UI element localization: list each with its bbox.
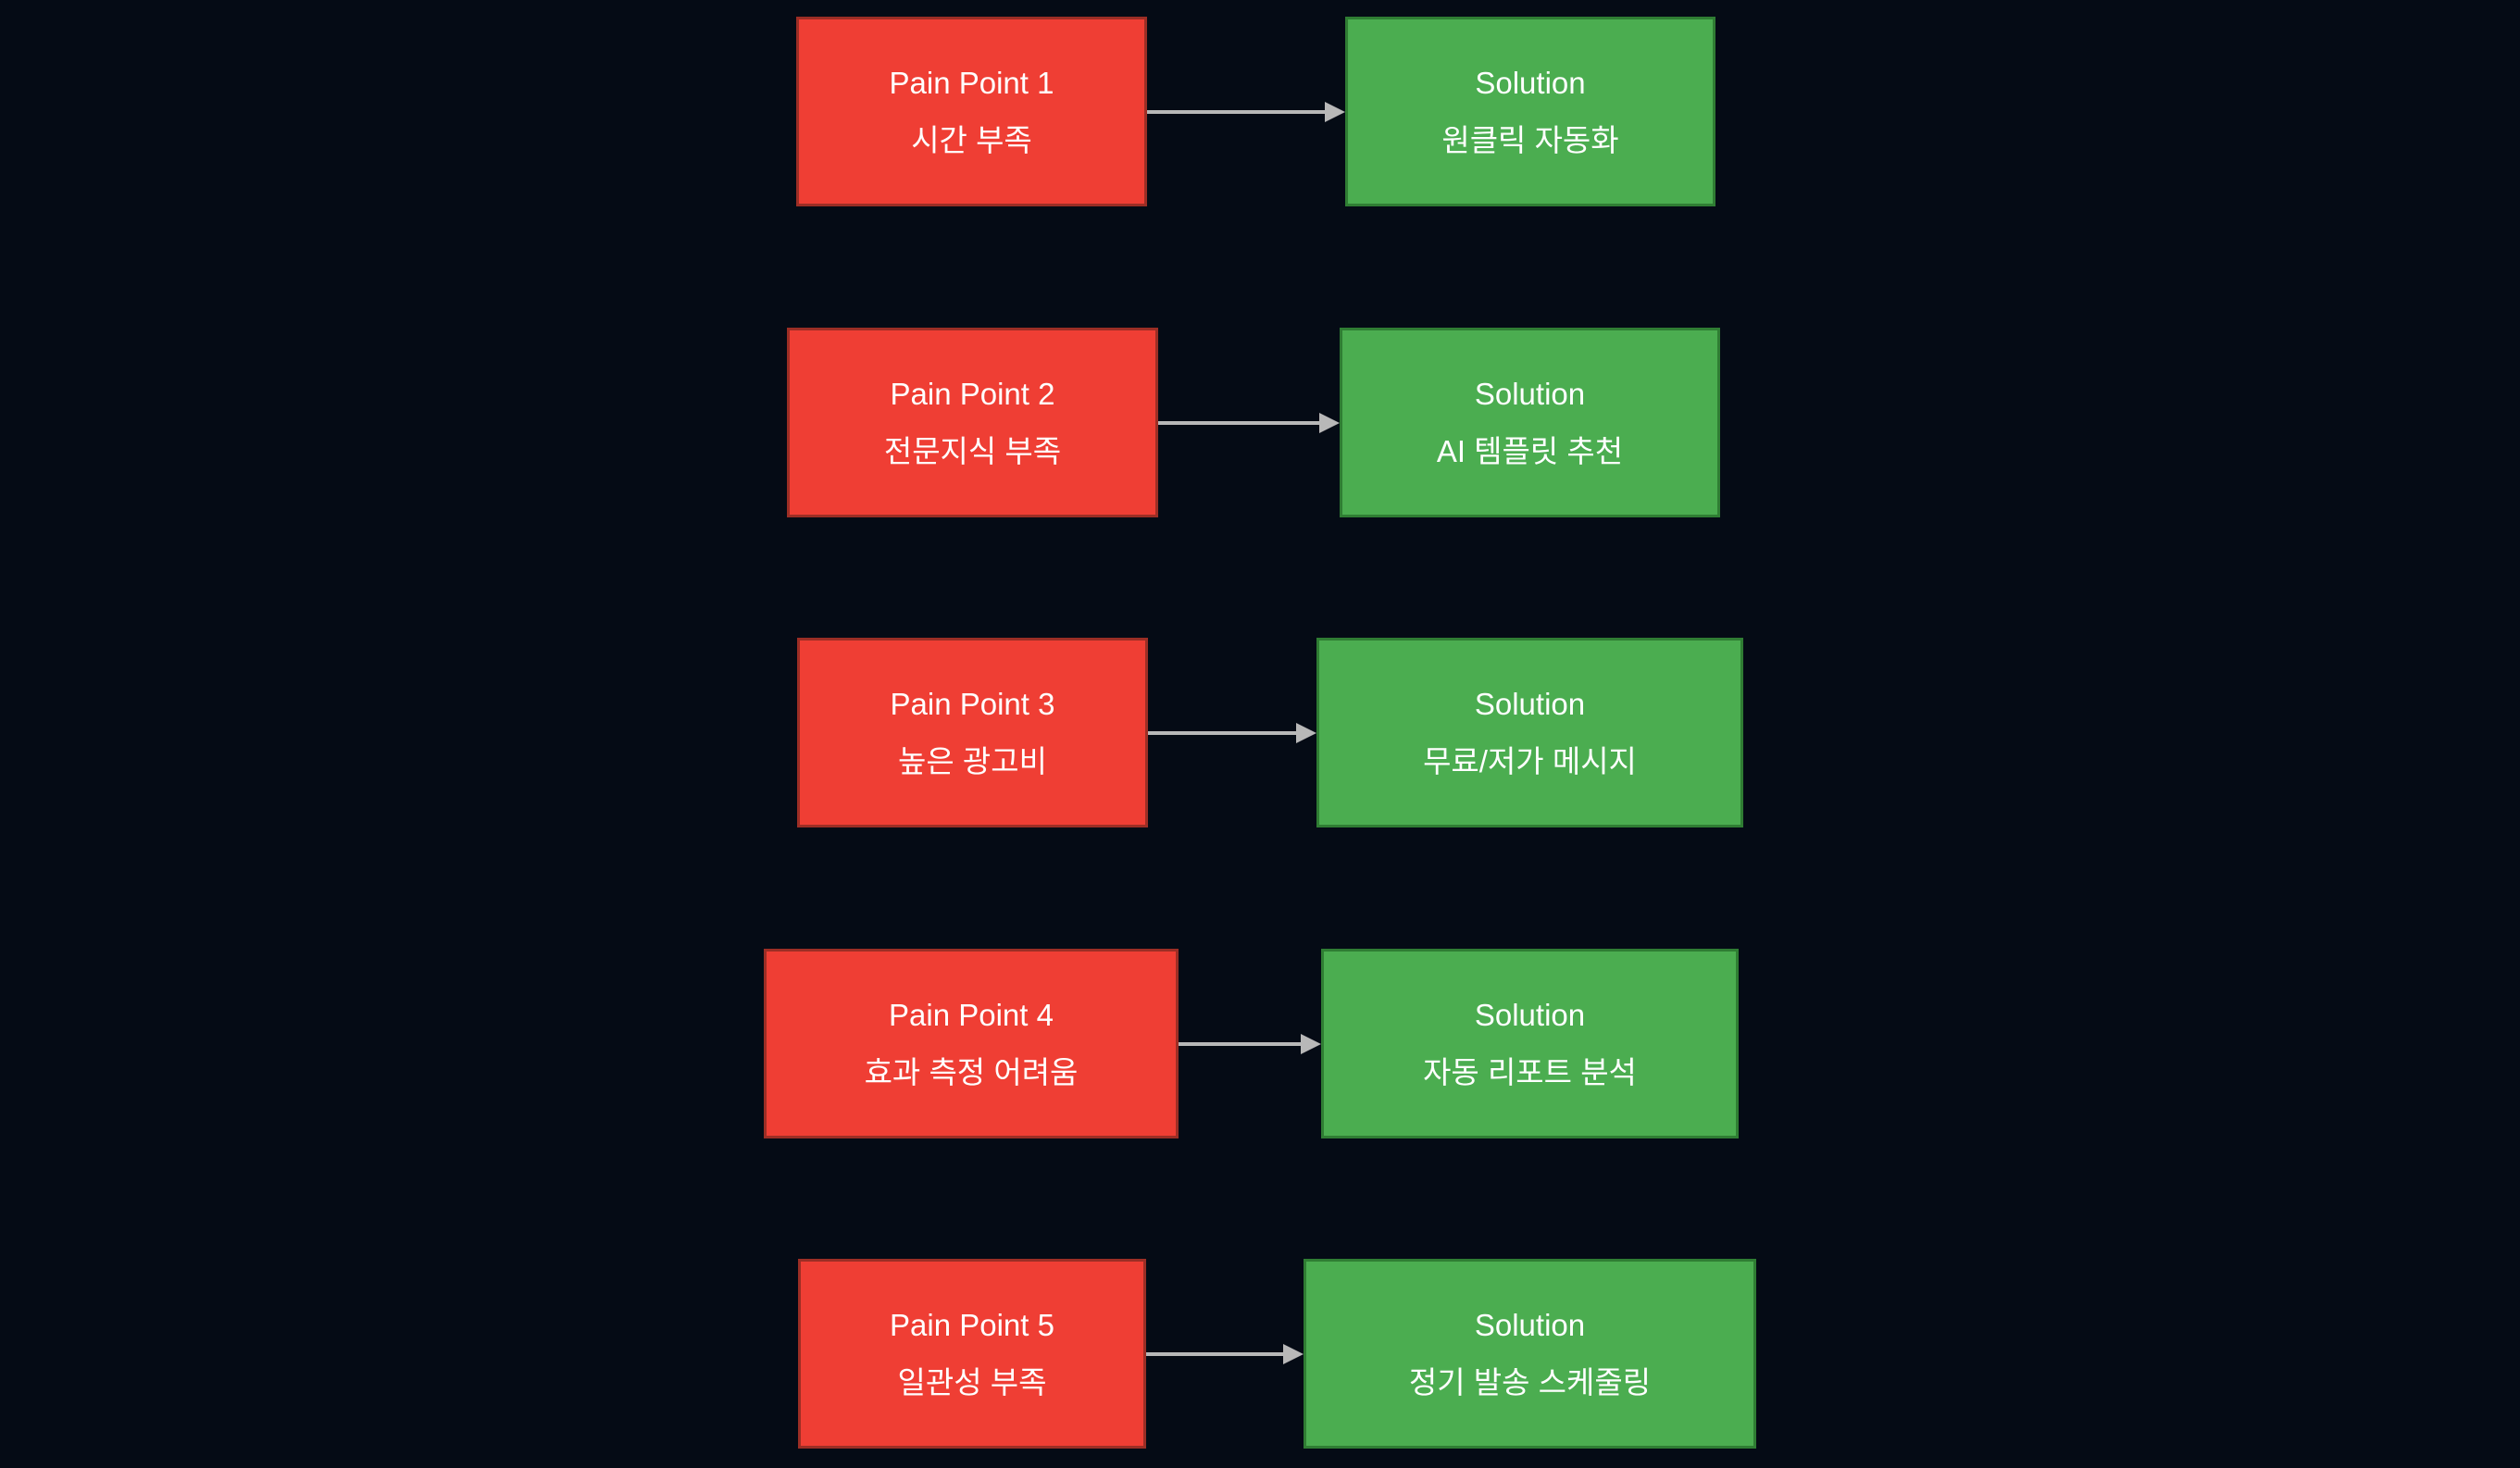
arrow-right-icon <box>1146 1344 1304 1364</box>
pain-point-subtitle: 높은 광고비 <box>898 743 1047 778</box>
arrow-right-icon <box>1148 723 1316 743</box>
pain-point-title: Pain Point 5 <box>890 1307 1054 1342</box>
solution-subtitle: 자동 리포트 분석 <box>1423 1054 1637 1089</box>
solution-box: Solution 정기 발송 스케줄링 <box>1304 1259 1756 1449</box>
solution-box: Solution 자동 리포트 분석 <box>1321 949 1739 1138</box>
pain-point-title: Pain Point 1 <box>889 65 1054 100</box>
solution-subtitle: 원클릭 자동화 <box>1441 122 1619 157</box>
arrowhead-icon <box>1301 1034 1321 1054</box>
pain-point-box: Pain Point 2 전문지식 부족 <box>787 328 1158 517</box>
solution-title: Solution <box>1474 376 1586 411</box>
arrowhead-icon <box>1319 413 1340 433</box>
pain-point-title: Pain Point 2 <box>890 376 1055 411</box>
pain-point-subtitle: 효과 측정 어려움 <box>864 1054 1079 1089</box>
arrowhead-icon <box>1296 723 1316 743</box>
pain-point-box: Pain Point 5 일관성 부족 <box>798 1259 1146 1449</box>
solution-title: Solution <box>1474 686 1586 721</box>
arrow-right-icon <box>1147 102 1345 122</box>
solution-box: Solution 무료/저가 메시지 <box>1316 638 1743 827</box>
pain-point-box: Pain Point 3 높은 광고비 <box>797 638 1148 827</box>
solution-subtitle: AI 템플릿 추천 <box>1436 433 1624 468</box>
solution-subtitle: 정기 발송 스케줄링 <box>1408 1364 1652 1400</box>
arrow-right-icon <box>1158 413 1340 433</box>
arrowhead-icon <box>1283 1344 1304 1364</box>
pain-point-box: Pain Point 4 효과 측정 어려움 <box>764 949 1179 1138</box>
pain-point-subtitle: 전문지식 부족 <box>883 433 1062 468</box>
pain-point-subtitle: 시간 부족 <box>911 122 1032 157</box>
pain-point-subtitle: 일관성 부족 <box>897 1364 1047 1400</box>
solution-box: Solution AI 템플릿 추천 <box>1340 328 1720 517</box>
solution-title: Solution <box>1474 1307 1586 1342</box>
solution-title: Solution <box>1475 65 1586 100</box>
pain-point-title: Pain Point 4 <box>889 997 1054 1032</box>
solution-box: Solution 원클릭 자동화 <box>1345 17 1715 206</box>
solution-subtitle: 무료/저가 메시지 <box>1423 743 1637 778</box>
arrowhead-icon <box>1325 102 1345 122</box>
pain-point-box: Pain Point 1 시간 부족 <box>796 17 1147 206</box>
arrow-right-icon <box>1179 1034 1321 1054</box>
pain-point-title: Pain Point 3 <box>890 686 1055 721</box>
solution-title: Solution <box>1474 997 1586 1032</box>
